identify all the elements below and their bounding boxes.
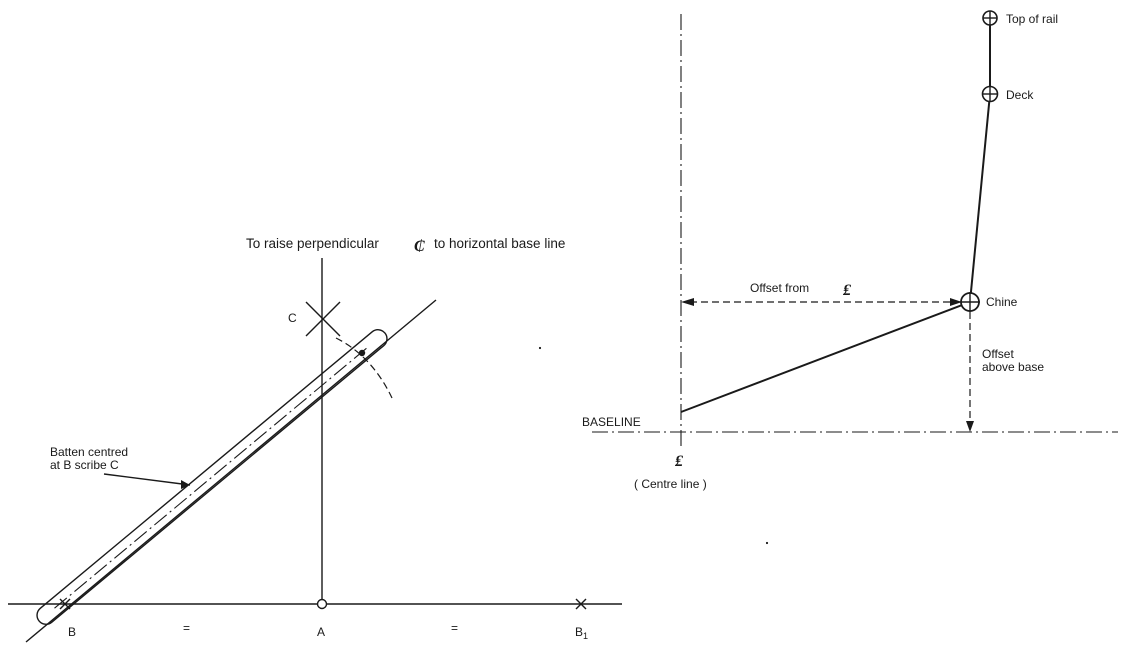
deck-label: Deck (1006, 88, 1034, 102)
top-of-rail-label: Top of rail (1006, 12, 1058, 26)
baseline-label: BASELINE (582, 415, 641, 429)
centre-line-symbol: ₤ (674, 453, 684, 470)
centre-line-label: ( Centre line ) (634, 477, 707, 491)
offset-above-base-arrow (966, 421, 974, 432)
scribe-arc (335, 337, 393, 399)
batten-leader-line (103, 473, 191, 486)
left-title-centreline-symbol: ₵ (414, 238, 425, 255)
batten (36, 329, 388, 625)
chine-label: Chine (986, 295, 1018, 309)
equal-mark-right: = (451, 621, 458, 635)
point-c-label: C (288, 311, 297, 325)
left-title-suffix: to horizontal base line (434, 236, 565, 251)
body-section-figure: Top of rail Deck Chine Offset from ₤ Off… (538, 10, 1118, 545)
offset-above-label-line1: Offset (982, 347, 1014, 361)
hull-section-line (680, 18, 991, 413)
chine-marker (960, 292, 980, 312)
point-b1-letter: B (575, 625, 583, 639)
point-b1-label: B1 (575, 625, 588, 641)
diagonal-line (25, 299, 437, 643)
point-b-label: B (68, 625, 76, 639)
batten-label-line2: at B scribe C (50, 458, 119, 472)
scribe-point (358, 349, 366, 357)
offset-from-label: Offset from (750, 281, 809, 295)
deck-marker (981, 85, 999, 103)
perpendicular-construction-figure: To raise perpendicular ₵ to horizontal b… (8, 236, 622, 643)
equal-mark-left: = (183, 621, 190, 635)
point-c-cross-b (305, 301, 341, 337)
offset-arrow-left (681, 298, 694, 306)
offset-above-label-line2: above base (982, 360, 1044, 374)
batten-leader-arrow (181, 480, 190, 489)
point-b-mark-b (59, 598, 71, 610)
stray-dot (538, 346, 542, 350)
point-a-label: A (317, 625, 325, 639)
point-b1-mark-b (575, 598, 587, 610)
offset-arrow-right (950, 298, 962, 306)
top-of-rail-marker (982, 10, 998, 26)
point-a-marker (316, 598, 328, 610)
left-title-prefix: To raise perpendicular (246, 236, 379, 251)
offset-from-centreline-symbol: ₤ (842, 282, 852, 299)
point-b1-subscript: 1 (583, 631, 588, 641)
batten-label-line1: Batten centred (50, 445, 128, 459)
stray-dot (765, 541, 769, 545)
